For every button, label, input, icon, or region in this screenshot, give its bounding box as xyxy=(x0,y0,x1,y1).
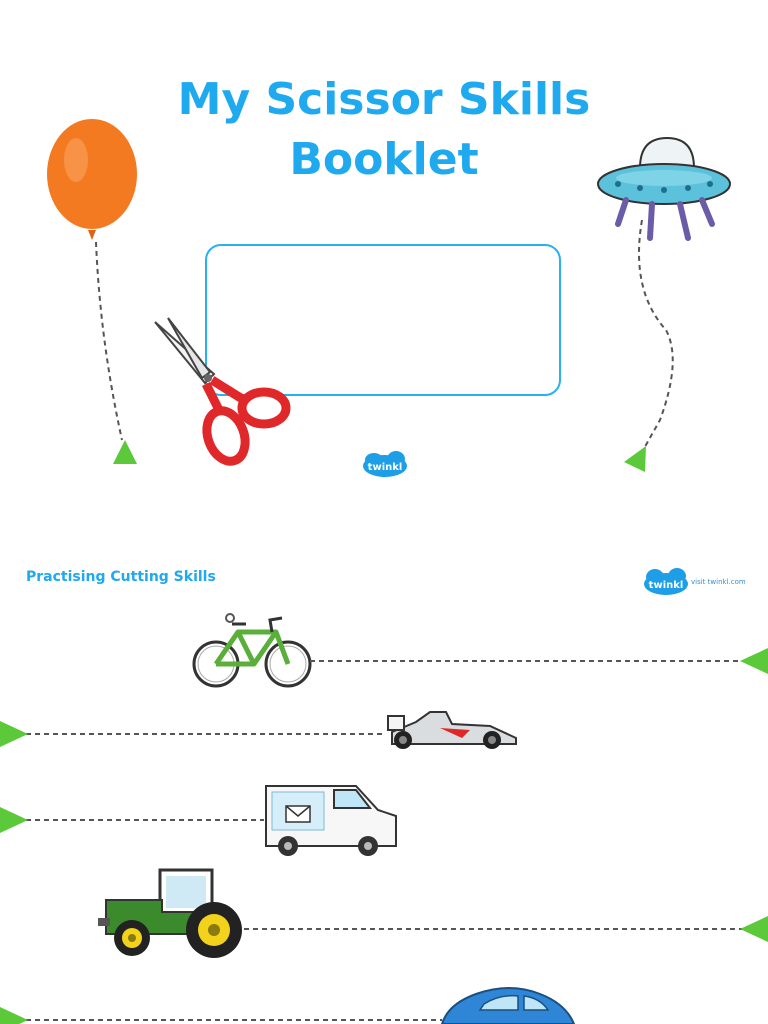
bicycle-icon xyxy=(192,613,312,688)
green-arrow-icon xyxy=(0,1007,28,1024)
green-arrow-icon xyxy=(740,648,768,674)
green-arrow-icon xyxy=(624,446,646,472)
logo-text: twinkl xyxy=(368,462,403,473)
scissors-icon xyxy=(154,317,291,466)
tractor-icon xyxy=(98,868,242,958)
page-title: My Scissor Skills Booklet xyxy=(0,70,768,190)
green-arrow-icon xyxy=(740,916,768,942)
twinkl-logo-small: twinkl xyxy=(644,568,688,595)
ufo-icon xyxy=(597,136,731,241)
section-title: Practising Cutting Skills xyxy=(26,569,216,585)
race-car-icon xyxy=(387,711,517,749)
title-line-2: Booklet xyxy=(289,134,479,185)
green-arrow-icon xyxy=(0,807,28,833)
logo-text-small: twinkl xyxy=(649,580,684,591)
green-arrow-icon xyxy=(0,721,28,747)
delivery-van-icon xyxy=(265,785,397,856)
green-arrow-icon xyxy=(113,440,137,464)
balloon-cut-line xyxy=(95,241,123,441)
name-box[interactable] xyxy=(205,244,561,396)
twinkl-logo: twinkl xyxy=(363,451,407,477)
visit-link[interactable]: visit twinkl.com xyxy=(691,578,746,586)
beetle-car-icon xyxy=(440,987,576,1024)
ufo-cut-line xyxy=(638,219,674,453)
balloon-icon xyxy=(47,119,137,240)
title-line-1: My Scissor Skills xyxy=(177,74,591,125)
